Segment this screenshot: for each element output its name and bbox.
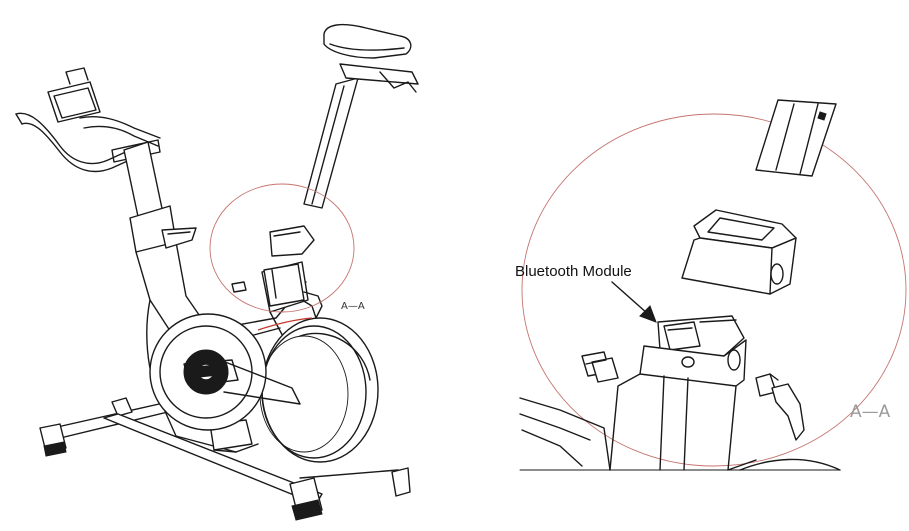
seat-post-cap	[681, 209, 797, 295]
detail-circle-small	[209, 183, 355, 313]
handlebar	[15, 112, 161, 173]
front-column	[123, 141, 233, 349]
exercise-bike-overview: A—A	[15, 23, 419, 521]
seat-clamp-overview	[231, 225, 323, 319]
frame-detail	[519, 397, 841, 471]
flywheel	[259, 317, 379, 463]
section-cut-line	[257, 317, 313, 331]
seat-post	[303, 63, 419, 209]
section-label-large: A—A	[850, 402, 891, 422]
section-label-small: A—A	[341, 301, 365, 312]
rear-stabilizer	[39, 397, 177, 457]
seat-post-detail	[755, 99, 837, 177]
saddle	[323, 23, 412, 59]
phone-holder	[47, 67, 101, 123]
detail-view-a-a: Bluetooth Module A—A	[515, 99, 907, 471]
bluetooth-module-label: Bluetooth Module	[515, 263, 632, 280]
battery-pair	[581, 351, 619, 383]
bluetooth-module-housing	[609, 315, 747, 471]
crank-shroud	[149, 313, 301, 431]
callout-arrow	[611, 281, 657, 323]
adjustment-knob	[755, 373, 805, 441]
detail-circle-large	[521, 113, 907, 467]
front-stabilizer	[103, 413, 411, 521]
